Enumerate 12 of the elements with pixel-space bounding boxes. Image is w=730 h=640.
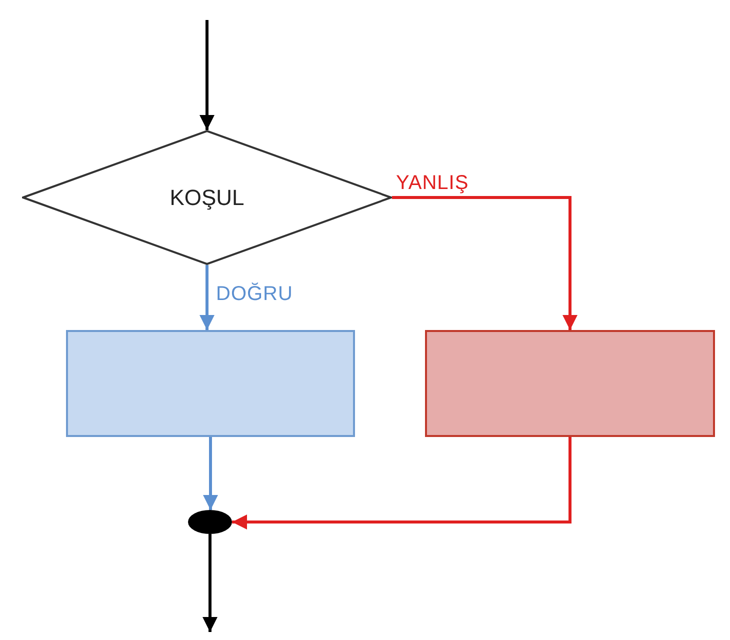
arrow (203, 437, 218, 510)
arrow (200, 20, 214, 130)
junction-dot (188, 510, 232, 534)
process-box (66, 330, 355, 437)
process-box (425, 330, 715, 437)
arrow (392, 196, 578, 330)
arrow (202, 534, 218, 632)
arrow (200, 265, 214, 330)
decision-diamond (22, 130, 392, 265)
edge-label: YANLIŞ (396, 173, 469, 193)
arrow (232, 437, 572, 530)
node-text: KOŞUL (170, 184, 244, 212)
